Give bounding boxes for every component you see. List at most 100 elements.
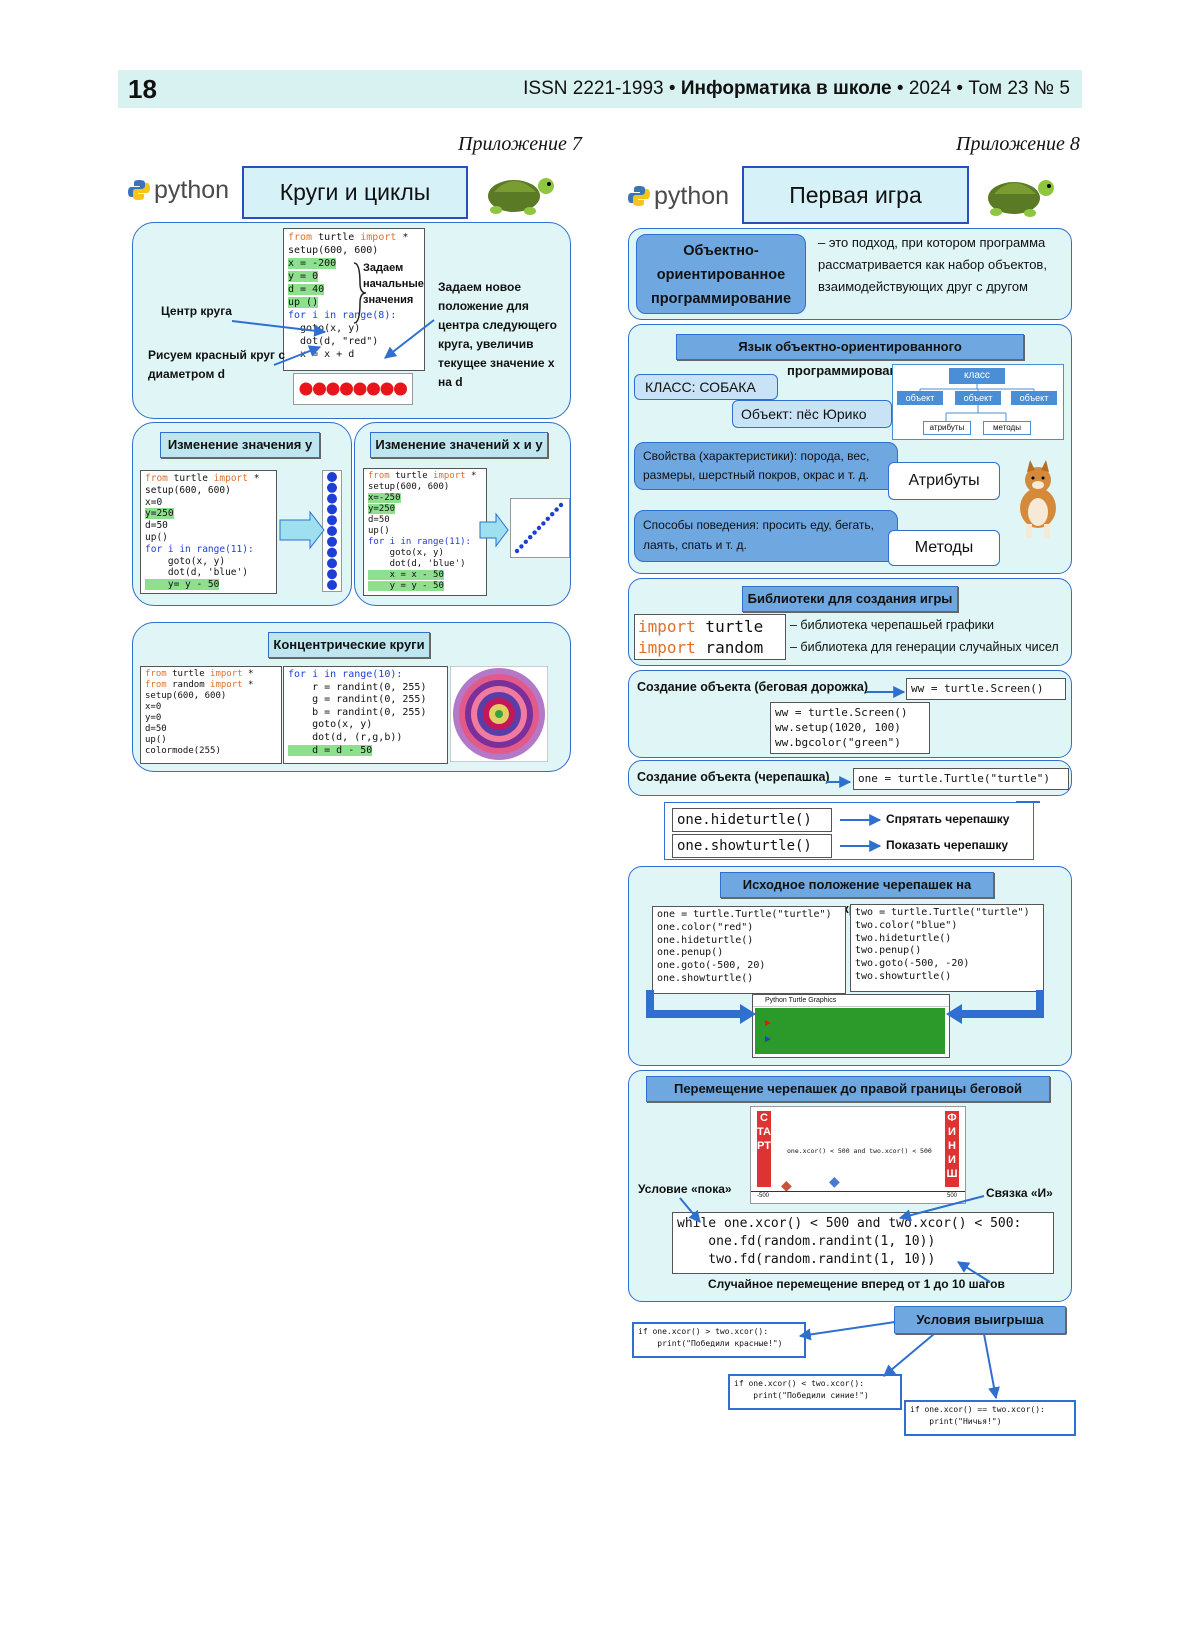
start-banner: СТАРТ (757, 1111, 771, 1187)
right-title: Первая игра (742, 166, 969, 224)
concentric-circles-image (450, 666, 548, 762)
page-header: 18 ISSN 2221-1993 • Информатика в школе … (118, 70, 1082, 108)
dot (327, 483, 337, 493)
code-line: y=250 (145, 508, 174, 519)
lib-desc-1: – библиотека черепашьей графики (790, 618, 994, 632)
dot (327, 383, 340, 396)
dot (327, 548, 337, 558)
code-line: x=-250 (368, 493, 401, 503)
code-line: two.hideturtle() (855, 933, 951, 944)
race-condition-text: one.xcor() < 500 and two.xcor() < 500 (787, 1147, 932, 1155)
draw-label: Рисуем красный круг с диаметром d (148, 346, 288, 384)
win-code-1: if one.xcor() > two.xcor(): print("Побед… (632, 1322, 806, 1358)
dot (313, 383, 326, 396)
lib-desc-2: – библиотека для генерации случайных чис… (790, 640, 1059, 654)
hide-code: one.hideturtle() (672, 808, 832, 832)
code-line: r = randint(0, 255) (288, 682, 426, 693)
dot (327, 515, 337, 525)
red-dots-preview (293, 373, 413, 405)
turtle-obj-label: Создание объекта (черепашка) (637, 768, 830, 787)
tick-right: 500 (947, 1193, 957, 1199)
blue-column-preview (322, 470, 342, 592)
journal-title: Информатика в школе (681, 78, 892, 99)
code-line: two.color("blue") (855, 920, 957, 931)
code-line: goto(x, y) (288, 323, 360, 334)
move-title: Перемещение черепашек до правой границы … (646, 1076, 1050, 1102)
dot (327, 580, 337, 590)
win-title: Условия выигрыша (894, 1306, 1066, 1334)
code-line: one.fd(random.randint(1, 10)) (677, 1234, 935, 1249)
code-line: two = turtle.Turtle("turtle") (855, 907, 1030, 918)
oop-name: Объектно-ориентированное программировани… (636, 234, 806, 314)
move-caption: Случайное перемещение вперед от 1 до 10 … (708, 1275, 1005, 1294)
dot (327, 472, 337, 482)
code-line: two.fd(random.randint(1, 10)) (677, 1252, 935, 1267)
dot (559, 503, 563, 507)
code-line: d = d - 50 (288, 745, 372, 756)
initial-title: Исходное положение черепашек на экране (720, 872, 994, 898)
dot (327, 526, 337, 536)
dot (381, 383, 394, 396)
red-dots-svg (294, 374, 412, 404)
sep: • (951, 78, 968, 99)
code-line: two.showturtle() (855, 971, 951, 982)
code-line: for i in range(8): (288, 310, 396, 321)
class-box: КЛАСС: СОБАКА (634, 374, 778, 400)
diagonal-svg (511, 499, 569, 557)
green-track: ► ► (755, 1008, 945, 1054)
code-line: y = 0 (288, 271, 318, 282)
code-line: setup(600, 600) (288, 245, 378, 256)
code-line: one.goto(-500, 20) (657, 960, 765, 971)
race-image: СТАРТ ФИНИШ one.xcor() < 500 and two.xco… (750, 1106, 966, 1204)
change-xy-title: Изменение значений x и y (370, 432, 548, 458)
code-line: print("Победили красные!") (638, 1339, 783, 1348)
journal-line: ISSN 2221-1993 • Информатика в школе • 2… (523, 78, 1070, 100)
code-line: setup(600, 600) (145, 485, 231, 496)
blue-column-svg (323, 471, 341, 591)
initial-code-a: one = turtle.Turtle("turtle") one.color(… (652, 906, 846, 994)
dot (327, 494, 337, 504)
center-label: Центр круга (161, 302, 232, 321)
turtle-icon (980, 170, 1056, 220)
code-line: colormode(255) (145, 746, 221, 756)
dot (327, 558, 337, 568)
appendix-7-label: Приложение 7 (458, 133, 582, 156)
dot (394, 383, 407, 396)
dot (532, 530, 536, 534)
behav-box: Способы поведения: просить еду, бегать, … (634, 510, 898, 562)
code-line: one = turtle.Turtle("turtle") (657, 909, 832, 920)
code-line: if one.xcor() < two.xcor(): (734, 1379, 864, 1388)
code-line: y= y - 50 (145, 579, 219, 590)
code-line: one.penup() (657, 947, 723, 958)
dot (367, 383, 380, 396)
methods-box: Методы (888, 530, 1000, 566)
code-line: goto(x, y) (145, 556, 225, 567)
code-line: d=50 (145, 724, 167, 734)
code-line: goto(x, y) (288, 719, 372, 730)
volume: Том 23 № 5 (968, 78, 1070, 99)
dot (519, 544, 523, 548)
turtle-window-title: Python Turtle Graphics (753, 995, 949, 1007)
code-line: for i in range(10): (288, 669, 402, 680)
code-line: y = y - 50 (368, 581, 444, 591)
code-line: dot(d, 'blue') (145, 567, 248, 578)
change-xy-code: from turtle import * setup(600, 600) x=-… (363, 468, 487, 596)
diagonal-preview (510, 498, 570, 558)
code-line: one.hideturtle() (657, 935, 753, 946)
code-line: two.penup() (855, 945, 921, 956)
screen-label: Создание объекта (беговая дорожка) (637, 678, 868, 697)
screen-code-2: ww = turtle.Screen() ww.setup(1020, 100)… (770, 702, 930, 754)
object-box: Объект: пёс Юрико (732, 400, 892, 428)
lang-title: Язык объектно-ориентированного программи… (676, 334, 1024, 360)
finish-banner: ФИНИШ (945, 1111, 959, 1187)
python-text: python (154, 176, 229, 204)
oop-desc: – это подход, при котором программа расс… (818, 232, 1063, 298)
code-line: ww.bgcolor("green") (775, 736, 901, 749)
python-snake-icon (628, 185, 650, 207)
hide-desc: Спрятать черепашку (886, 810, 1009, 829)
blue-turtle-icon: ◆ (829, 1173, 840, 1190)
code-line: up() (368, 526, 390, 536)
initial-code-b: two = turtle.Turtle("turtle") two.color(… (850, 904, 1044, 992)
dot (524, 540, 528, 544)
code-line: d=50 (145, 520, 168, 531)
